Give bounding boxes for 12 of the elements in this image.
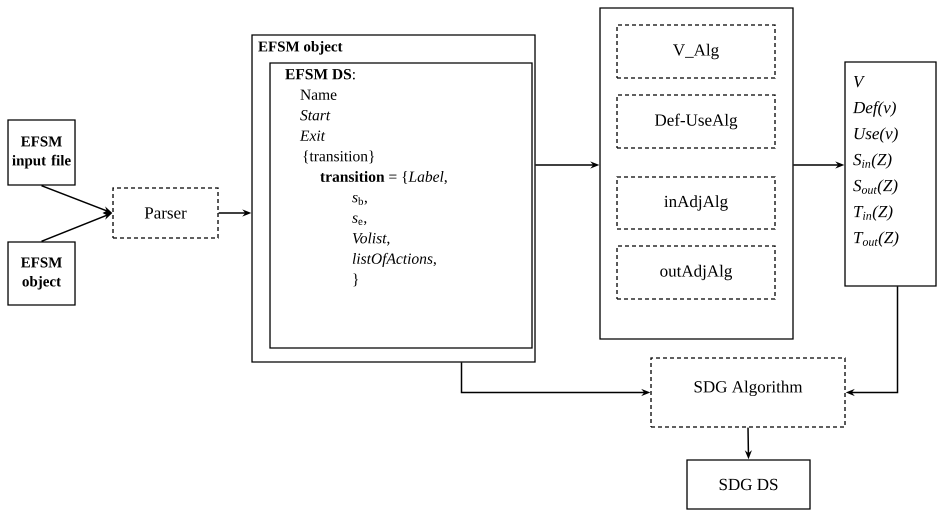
- container-box: [599, 7, 794, 340]
- process-box: Parser: [112, 187, 219, 239]
- algorithm-box: SDG Algorithm: [650, 357, 846, 428]
- algorithm-box: inAdjAlg: [616, 176, 776, 230]
- algorithm-box: outAdjAlg: [616, 245, 776, 300]
- algorithm-box: V_Alg: [616, 24, 776, 79]
- algorithm-box: Def-UseAlg: [616, 94, 776, 149]
- output-box: V Def(v) Use(v) S$_{in}$(Z) S$_{out}$(Z) T$_{in}$(Z) T$_{out}$(Z): [844, 61, 937, 287]
- input-box: EFSM object: [7, 241, 76, 306]
- output-box: SDG DS: [686, 459, 811, 510]
- data-structure-box: EFSM DS: Name Start Exit {transition} transition = {Label, s$_{b}$, s$_{e}$, Volist, listOfActions, }: [269, 62, 533, 349]
- input-box: EFSM input file: [7, 119, 76, 186]
